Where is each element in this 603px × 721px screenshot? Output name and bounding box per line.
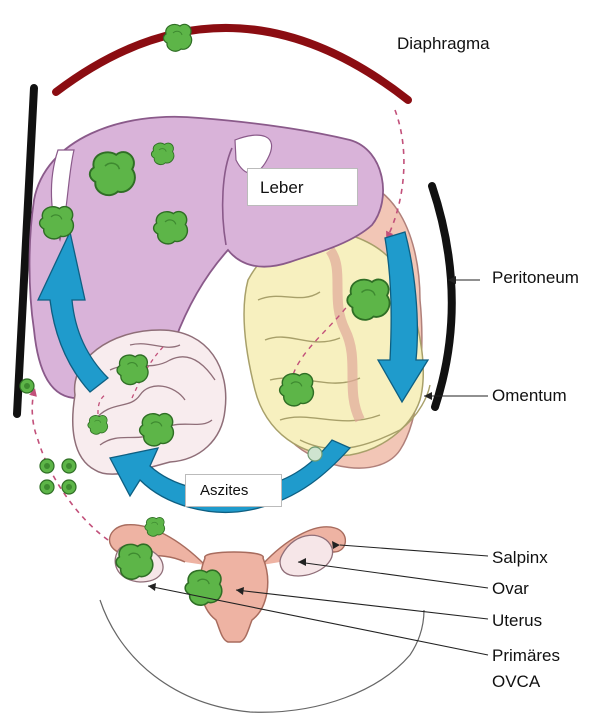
ascites-cell-1 <box>40 459 54 473</box>
ascites-cell-4 <box>62 480 76 494</box>
liver-tumor-small <box>151 143 174 165</box>
liver-label-box: Leber <box>247 168 358 206</box>
ascites-label: Aszites <box>200 482 248 499</box>
primary-ovca-label-line2: OVCA <box>492 672 540 692</box>
ascites-cell-2 <box>62 459 76 473</box>
salpinx-label: Salpinx <box>492 548 548 568</box>
liver-tumor-left <box>40 207 74 239</box>
omentum-label: Omentum <box>492 386 567 406</box>
peritoneal-nodule <box>20 379 34 393</box>
bowel-tumor-lower <box>140 414 174 446</box>
bowel-tumor-upper <box>117 355 148 385</box>
liver-tumor-large <box>90 152 135 195</box>
liver-label: Leber <box>260 178 303 198</box>
omentum-nodule <box>308 447 322 461</box>
ascites-cell-3 <box>40 480 54 494</box>
primary-ovca-label-line1: Primäres <box>492 646 560 666</box>
diaphragm-tumor <box>164 24 192 51</box>
peritoneum-right-line <box>432 186 452 407</box>
tube-tumor <box>145 517 165 536</box>
colon-tumor <box>280 374 314 406</box>
diaphragm-label: Diaphragma <box>397 34 490 54</box>
peritoneum-label: Peritoneum <box>492 268 579 288</box>
primary-ovarian-tumor <box>116 544 153 579</box>
liver-tumor-center <box>154 212 188 244</box>
ovary-label: Ovar <box>492 579 529 599</box>
uterus-label: Uterus <box>492 611 542 631</box>
bowel-tumor-small <box>88 415 108 434</box>
ascites-label-box: Aszites <box>185 474 282 507</box>
omentum-tumor <box>347 279 389 319</box>
pelvis-outline <box>100 600 424 712</box>
diaphragm-arc <box>56 28 408 100</box>
